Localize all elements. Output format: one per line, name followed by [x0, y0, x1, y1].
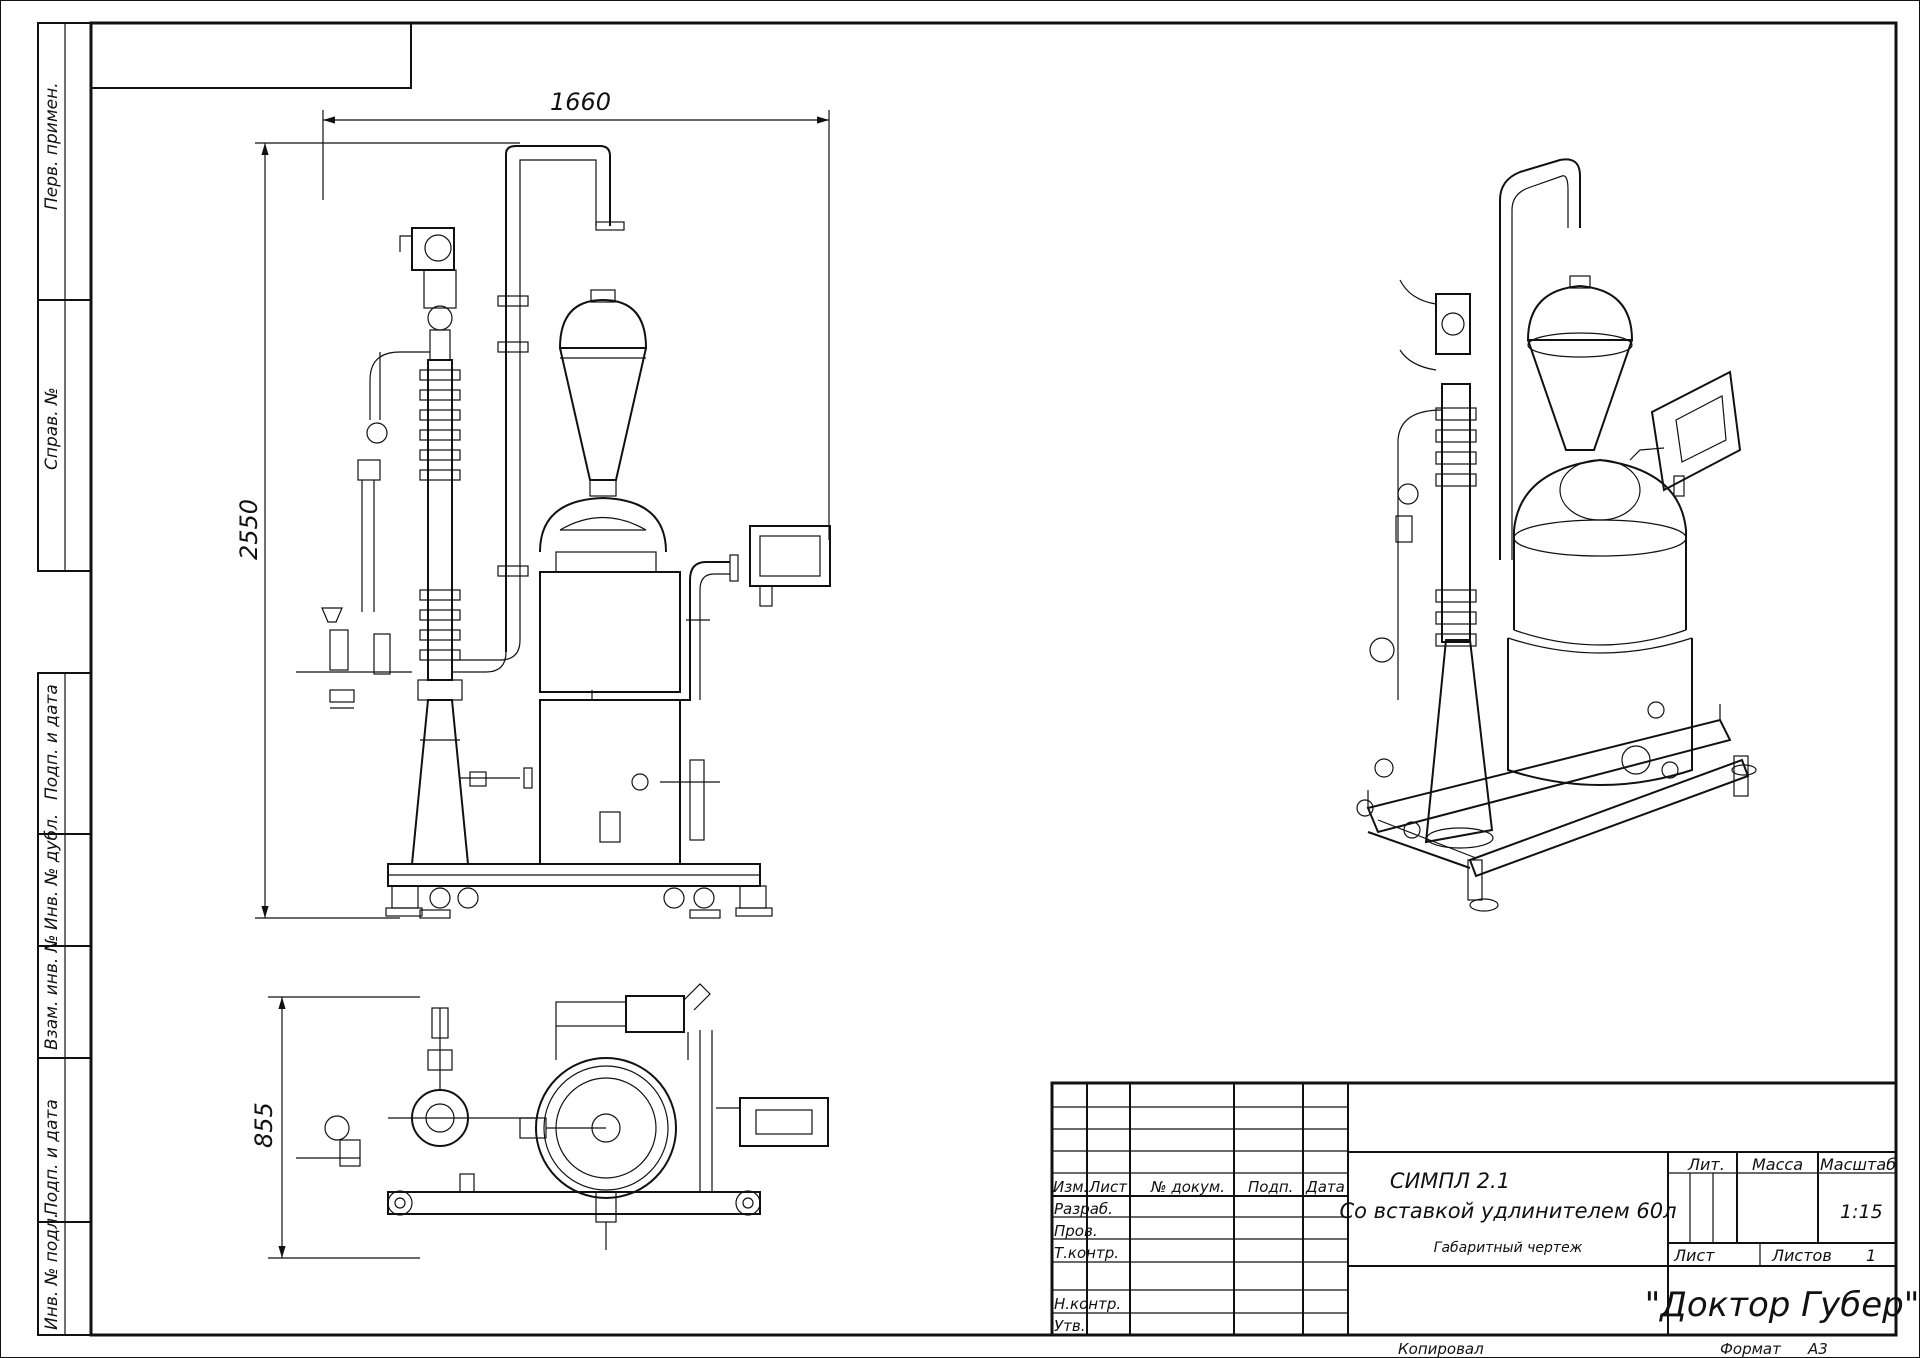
tb-role-nkontr: Н.контр. — [1054, 1295, 1121, 1313]
tb-header-podp: Подп. — [1248, 1178, 1293, 1196]
stamp-perv-primen: Перв. примен. — [42, 82, 62, 210]
stamp-sprav-no: Справ. № — [42, 387, 62, 470]
dim-depth-label: 855 — [250, 1102, 278, 1148]
tb-list-label: Лист — [1673, 1246, 1715, 1265]
stamp-podp-data-1: Подп. и дата — [42, 684, 62, 800]
tb-listov-value: 1 — [1866, 1246, 1876, 1265]
stamp-inv-dubl: Инв. № дубл. — [42, 814, 62, 930]
title-block: Изм. Лист № докум. Подп. Дата Разраб. Пр… — [1050, 1081, 1920, 1337]
tb-role-tkontr: Т.контр. — [1054, 1244, 1119, 1262]
tb-scale-value: 1:15 — [1840, 1201, 1883, 1223]
tb-header-list: Лист — [1088, 1178, 1128, 1196]
stamp-vzam-inv: Взам. инв. № — [42, 935, 62, 1050]
footer-format-value: А3 — [1807, 1340, 1828, 1358]
stamp-inv-podl: Инв. № подл. — [42, 1213, 62, 1330]
tb-subtitle: Габаритный чертеж — [1434, 1240, 1583, 1256]
dimension-width: 1660 — [322, 88, 830, 540]
dim-height-label: 2550 — [235, 499, 263, 560]
tb-header-data: Дата — [1305, 1178, 1345, 1196]
tb-listov-label: Листов — [1771, 1246, 1832, 1265]
top-left-box — [90, 22, 412, 89]
tb-role-prov: Пров. — [1054, 1222, 1098, 1240]
tb-header-izm: Изм. — [1053, 1178, 1088, 1196]
tb-lit-label: Лит. — [1687, 1155, 1725, 1174]
dimension-height: 2550 — [235, 142, 520, 919]
top-view: 855 — [250, 983, 829, 1259]
dim-width-label: 1660 — [550, 88, 611, 116]
isometric-view — [1356, 158, 1757, 912]
tb-title-line2: Со вставкой удлинителем 60л — [1340, 1199, 1677, 1223]
dimension-depth: 855 — [250, 996, 420, 1259]
tb-role-razrab: Разраб. — [1054, 1200, 1113, 1218]
tb-title-line1: СИМПЛ 2.1 — [1390, 1169, 1510, 1193]
tb-massa-label: Масса — [1752, 1155, 1803, 1174]
tb-role-utv: Утв. — [1054, 1317, 1086, 1335]
stamp-podp-data-2: Подп. и дата — [42, 1099, 62, 1215]
footer-kopiroval: Копировал — [1398, 1340, 1484, 1358]
tb-company: "Доктор Губер" — [1645, 1285, 1920, 1325]
tb-header-no-dokum: № докум. — [1150, 1178, 1225, 1196]
side-stamp: Перв. примен. Справ. № Подп. и дата Инв.… — [37, 22, 92, 1336]
footer: Копировал Формат А3 — [1398, 1340, 1828, 1358]
front-view: 1660 2550 — [235, 88, 831, 919]
tb-masshtab-label: Масштаб — [1820, 1155, 1896, 1174]
footer-format-label: Формат — [1720, 1340, 1782, 1358]
